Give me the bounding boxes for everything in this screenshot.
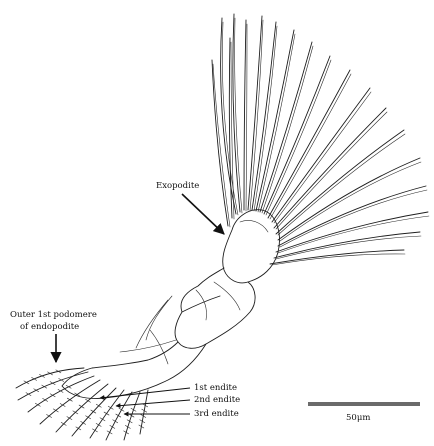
seta-barb [104,412,109,415]
exopodite-seta-edge [246,24,247,211]
label-3rd-endite: 3rd endite [194,409,239,419]
seta-barb [113,420,118,423]
seta-barb [96,404,101,407]
seta-barb [96,423,101,426]
seta-barb [67,417,72,420]
exopodite-seta [233,14,240,212]
label-2nd-endite: 2nd endite [194,395,240,405]
seta-barb [61,422,66,425]
exopodite-seta [244,20,246,210]
exopodite-seta [272,88,370,222]
seta-barb [100,418,105,421]
endite-seta [16,368,84,388]
protopodite-outline [175,268,255,348]
seta-barb [108,406,113,409]
scale-bar [308,402,420,406]
exopodite-seta [268,70,350,218]
seta-barb [119,408,124,411]
exopodite-arrow [182,194,224,234]
exopodite-seta-edge [235,18,242,213]
seta-barb [76,427,81,430]
seta-barb [91,410,96,413]
seta-barb [81,421,86,424]
scale-bar-label: 50μm [346,413,370,423]
exopodite-seta-edge [266,60,331,215]
exopodite-seta [264,56,330,214]
exopodite-seta-edge [272,254,405,265]
label-1st-endite: 1st endite [194,383,237,393]
seta-barb [86,416,91,419]
seta-barb [92,429,97,432]
seta-barb [48,372,53,375]
seta-barb [110,425,115,428]
exopodite-seta-edge [270,74,351,219]
seta-barb [107,431,112,434]
label-outer-podomere-line2: of endopodite [20,322,79,332]
exopodite-seta [256,30,294,211]
endite-setae [16,368,148,440]
exopodite-seta [274,108,386,228]
exopodite-seta-edge [276,112,387,229]
label-exopodite: Exopodite [156,181,199,191]
exopodite-setae [212,14,429,265]
exopodite-seta-edge [280,190,427,247]
exopodite-seta [248,16,262,210]
seta-barb [116,414,121,417]
label-outer-podomere-line1: Outer 1st podomere [10,310,97,320]
